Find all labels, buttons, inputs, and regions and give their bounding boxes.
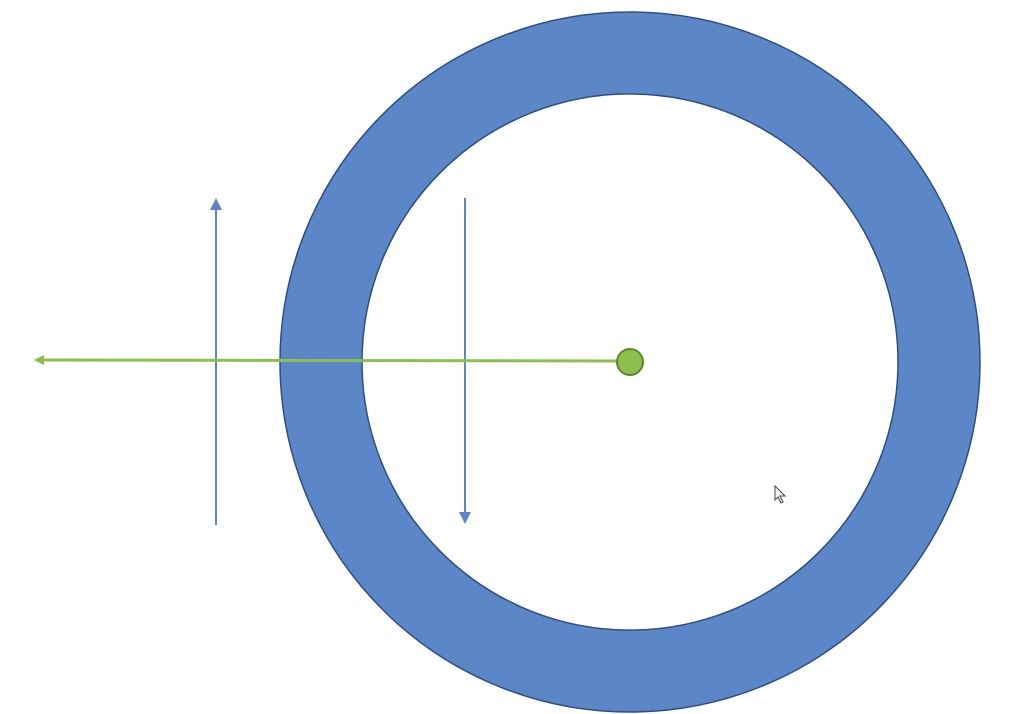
green-left-arrow xyxy=(34,355,623,366)
center-dot xyxy=(616,348,644,376)
mouse-pointer-icon xyxy=(774,484,787,504)
